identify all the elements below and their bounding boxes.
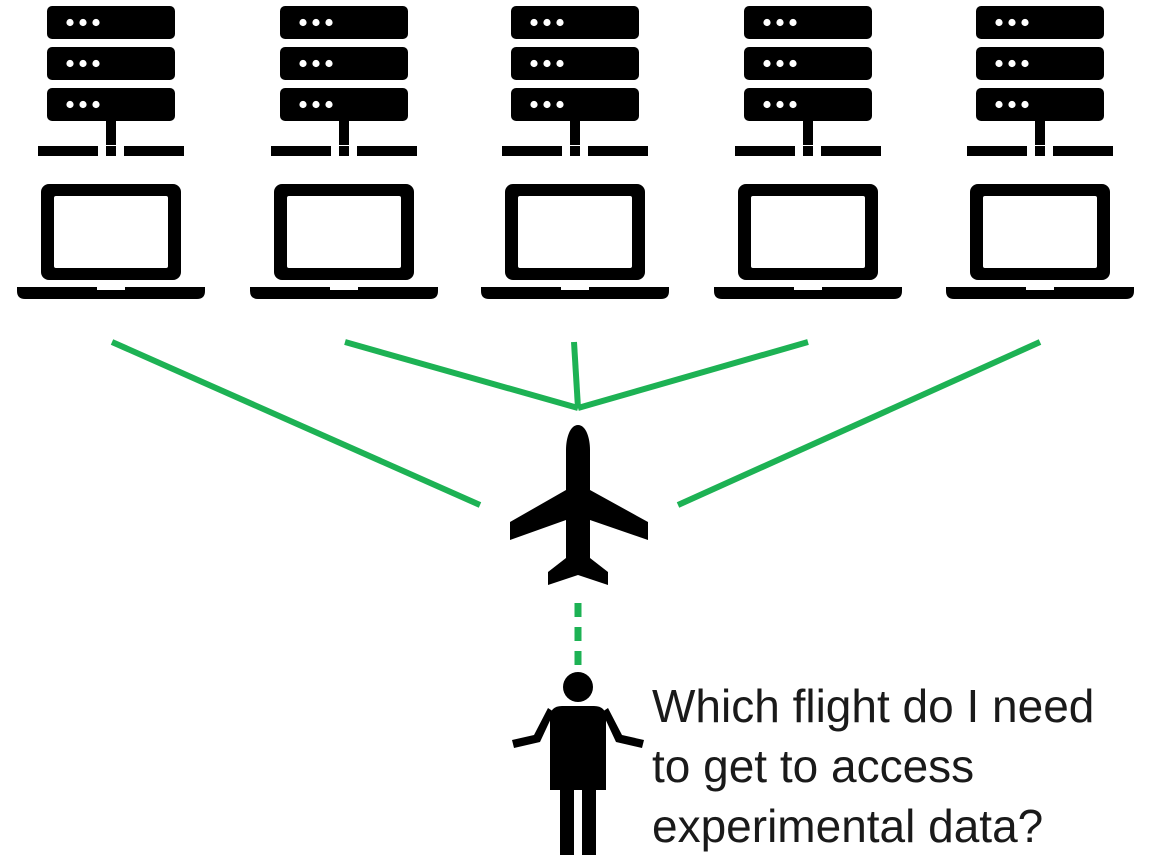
airplane-icon — [510, 425, 648, 585]
link-station-4 — [577, 339, 809, 411]
link-station-1 — [110, 339, 482, 508]
station-3 — [481, 6, 669, 299]
station-5 — [946, 6, 1134, 299]
station-1 — [17, 6, 205, 299]
server-stack-icon — [481, 6, 669, 299]
person-shrugging-icon — [512, 672, 644, 855]
station-2 — [250, 6, 438, 299]
question-text: Which flight do I need to get to access … — [652, 676, 1147, 856]
server-stack-icon — [17, 6, 205, 299]
link-station-3 — [571, 341, 581, 409]
question-line-3: experimental data? — [652, 800, 1044, 852]
link-station-2 — [344, 339, 579, 411]
link-station-5 — [676, 339, 1042, 508]
station-4 — [714, 6, 902, 299]
server-stack-icon — [250, 6, 438, 299]
question-line-1: Which flight do I need — [652, 680, 1095, 732]
question-line-2: to get to access — [652, 740, 975, 792]
server-stack-icon — [946, 6, 1134, 299]
server-stack-icon — [714, 6, 902, 299]
